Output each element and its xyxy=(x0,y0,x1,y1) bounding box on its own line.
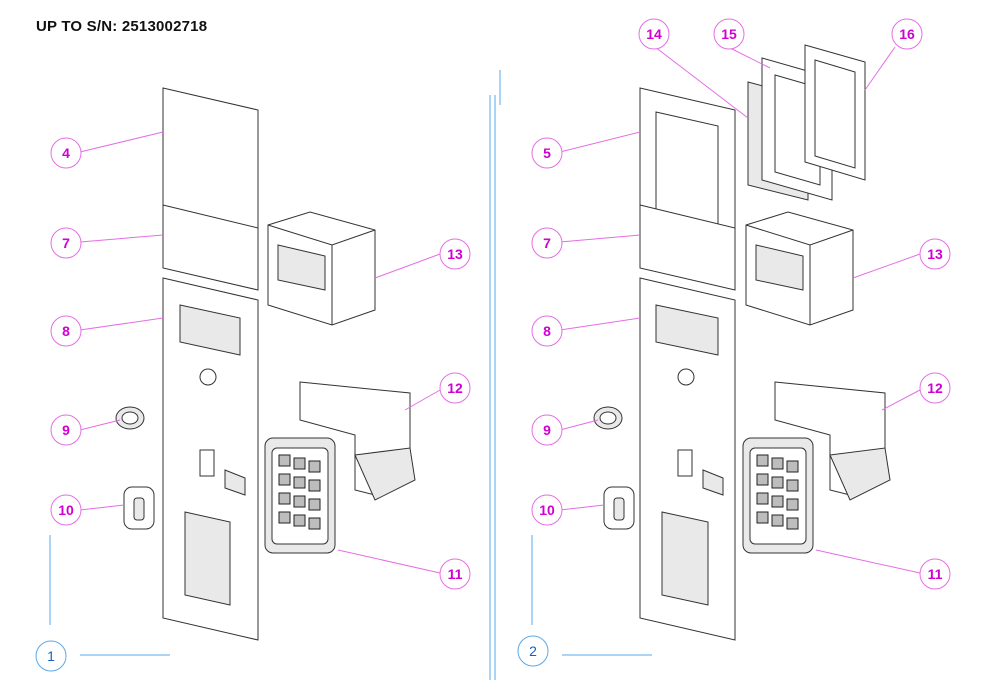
callout-v2-9: 9 xyxy=(531,414,563,446)
svg-text:14: 14 xyxy=(646,26,662,42)
svg-text:10: 10 xyxy=(58,502,74,518)
callout-v1-12: 12 xyxy=(439,372,471,404)
callout-v1-10: 10 xyxy=(50,494,82,526)
callout-v1-4: 4 xyxy=(50,137,82,169)
view-divider xyxy=(489,70,501,680)
callout-v2-10: 10 xyxy=(531,494,563,526)
callout-v2-11: 11 xyxy=(919,558,951,590)
callout-v2-8: 8 xyxy=(531,315,563,347)
callout-v1-11: 11 xyxy=(439,558,471,590)
callout-v2-12: 12 xyxy=(919,372,951,404)
svg-text:8: 8 xyxy=(62,323,70,339)
display-window xyxy=(179,304,241,356)
svg-text:9: 9 xyxy=(62,422,70,438)
callout-v1-8: 8 xyxy=(50,315,82,347)
svg-text:10: 10 xyxy=(539,502,555,518)
svg-text:2: 2 xyxy=(529,643,537,659)
keypad-keys-1 xyxy=(278,454,321,530)
callout-v1-9: 9 xyxy=(50,414,82,446)
svg-text:9: 9 xyxy=(543,422,551,438)
svg-text:4: 4 xyxy=(62,145,70,161)
view-1-parts xyxy=(115,87,416,641)
callout-v2-13: 13 xyxy=(919,238,951,270)
svg-text:11: 11 xyxy=(928,566,943,582)
part-7-mid-plate-2 xyxy=(639,204,736,291)
view-2-label: 2 xyxy=(517,535,652,667)
svg-text:12: 12 xyxy=(927,380,943,396)
leaders-view-2 xyxy=(559,46,921,574)
svg-text:11: 11 xyxy=(448,566,463,582)
svg-text:7: 7 xyxy=(62,235,70,251)
callout-v2-14: 14 xyxy=(638,18,670,50)
view-2-parts xyxy=(593,44,891,641)
camera-hole xyxy=(199,368,217,386)
svg-text:16: 16 xyxy=(899,26,915,42)
leaders-view-1 xyxy=(79,131,441,574)
callout-v1-13: 13 xyxy=(439,238,471,270)
svg-text:1: 1 xyxy=(47,648,55,664)
callout-v2-15: 15 xyxy=(713,18,745,50)
callout-v2-7: 7 xyxy=(531,227,563,259)
svg-text:15: 15 xyxy=(721,26,737,42)
callout-v2-5: 5 xyxy=(531,137,563,169)
svg-text:5: 5 xyxy=(543,145,551,161)
svg-text:13: 13 xyxy=(927,246,943,262)
svg-text:13: 13 xyxy=(447,246,463,262)
svg-text:8: 8 xyxy=(543,323,551,339)
svg-text:12: 12 xyxy=(447,380,463,396)
part-7-mid-plate xyxy=(162,204,259,291)
svg-text:7: 7 xyxy=(543,235,551,251)
page-title: UP TO S/N: 2513002718 xyxy=(36,18,208,35)
callout-v2-16: 16 xyxy=(891,18,923,50)
slot-cut xyxy=(199,449,215,477)
lock-cut xyxy=(224,469,246,496)
keypad-keys-2 xyxy=(756,454,799,530)
view-1-label: 1 xyxy=(35,535,170,672)
bottom-window xyxy=(184,511,231,606)
callout-v1-7: 7 xyxy=(50,227,82,259)
